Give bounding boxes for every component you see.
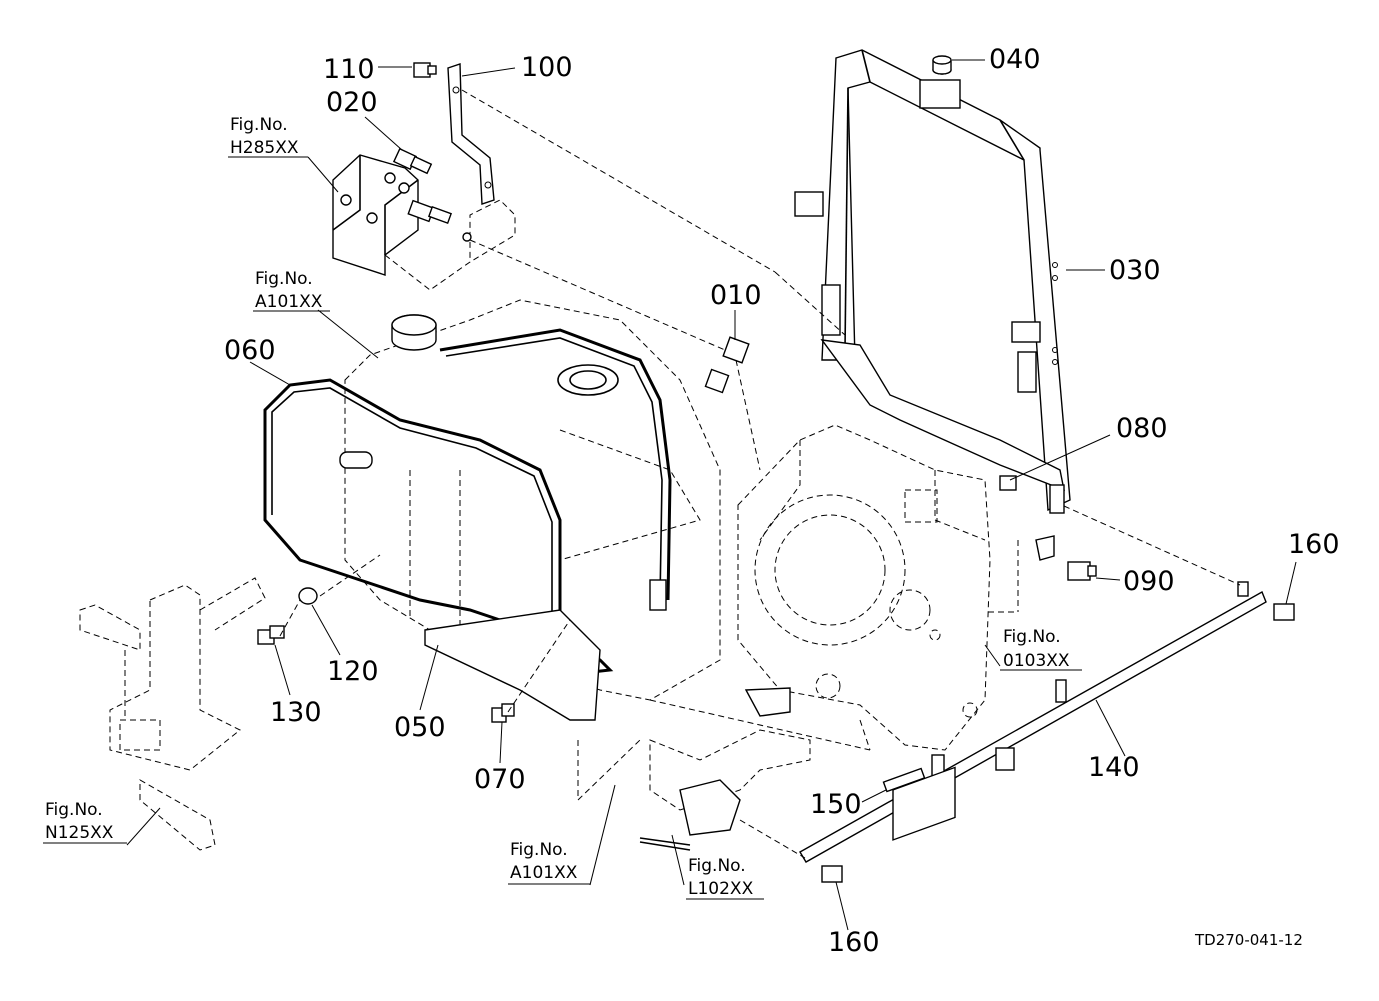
label-080: 080 bbox=[1116, 413, 1168, 444]
drawing-id: TD270-041-12 bbox=[1194, 931, 1303, 949]
frame-030 bbox=[794, 49, 1071, 561]
label-020: 020 bbox=[326, 87, 378, 118]
fig-ref-n125-line1: Fig.No. bbox=[45, 800, 103, 820]
fuel-tank bbox=[344, 299, 721, 701]
fig-ref-h285: Fig.No. H285XX bbox=[228, 115, 308, 158]
fig-ref-0103-line2: 0103XX bbox=[1003, 651, 1070, 671]
label-130: 130 bbox=[270, 697, 322, 728]
label-160-upper: 160 bbox=[1288, 529, 1340, 560]
fig-ref-0103-line1: Fig.No. bbox=[1003, 627, 1061, 647]
label-060: 060 bbox=[224, 335, 276, 366]
valve-block bbox=[332, 154, 516, 291]
label-010: 010 bbox=[710, 280, 762, 311]
fig-ref-a101-bottom: Fig.No. A101XX bbox=[508, 840, 590, 885]
fig-ref-a101-bottom-line1: Fig.No. bbox=[510, 840, 568, 860]
bolt-120 bbox=[298, 587, 318, 605]
label-100: 100 bbox=[521, 52, 573, 83]
fig-ref-h285-line1: Fig.No. bbox=[230, 115, 288, 135]
leader-lines bbox=[126, 59, 1297, 931]
pad-150 bbox=[882, 767, 926, 793]
bar-140 bbox=[799, 581, 1267, 863]
fig-ref-a101-top-line2: A101XX bbox=[255, 292, 323, 312]
label-160-lower: 160 bbox=[828, 927, 880, 958]
label-150: 150 bbox=[810, 789, 862, 820]
fig-ref-n125: Fig.No. N125XX bbox=[43, 800, 127, 844]
bolt-110 bbox=[413, 62, 437, 78]
label-070: 070 bbox=[474, 764, 526, 795]
label-110: 110 bbox=[323, 54, 375, 85]
label-090: 090 bbox=[1123, 566, 1175, 597]
hydraulic-fittings bbox=[392, 147, 453, 225]
fig-ref-a101-top: Fig.No. A101XX bbox=[253, 269, 330, 312]
fig-ref-a101-bottom-line2: A101XX bbox=[510, 863, 578, 883]
bracket-100 bbox=[447, 63, 495, 205]
flywheel-housing bbox=[737, 424, 991, 751]
fig-ref-h285-line2: H285XX bbox=[230, 138, 299, 158]
fig-ref-l102-line1: Fig.No. bbox=[688, 856, 746, 876]
fig-ref-0103: Fig.No. 0103XX bbox=[1000, 627, 1082, 671]
bolt-070 bbox=[491, 703, 515, 723]
bolt-160-upper bbox=[1273, 603, 1295, 621]
label-050: 050 bbox=[394, 712, 446, 743]
fig-ref-l102-line2: L102XX bbox=[688, 879, 754, 899]
bottom-bracket bbox=[639, 687, 811, 851]
bolt-130 bbox=[257, 625, 285, 645]
left-bracket bbox=[79, 577, 266, 851]
label-120: 120 bbox=[327, 656, 379, 687]
bolt-090 bbox=[1067, 561, 1097, 581]
fig-ref-l102: Fig.No. L102XX bbox=[686, 856, 764, 900]
label-140: 140 bbox=[1088, 752, 1140, 783]
collar-010 bbox=[704, 336, 750, 394]
guard-plate-050 bbox=[424, 579, 667, 721]
fig-ref-a101-top-line1: Fig.No. bbox=[255, 269, 313, 289]
fig-ref-n125-line2: N125XX bbox=[45, 823, 114, 843]
label-040: 040 bbox=[989, 44, 1041, 75]
bolt-160-lower bbox=[821, 865, 843, 883]
cap-040 bbox=[932, 55, 952, 75]
label-030: 030 bbox=[1109, 255, 1161, 286]
